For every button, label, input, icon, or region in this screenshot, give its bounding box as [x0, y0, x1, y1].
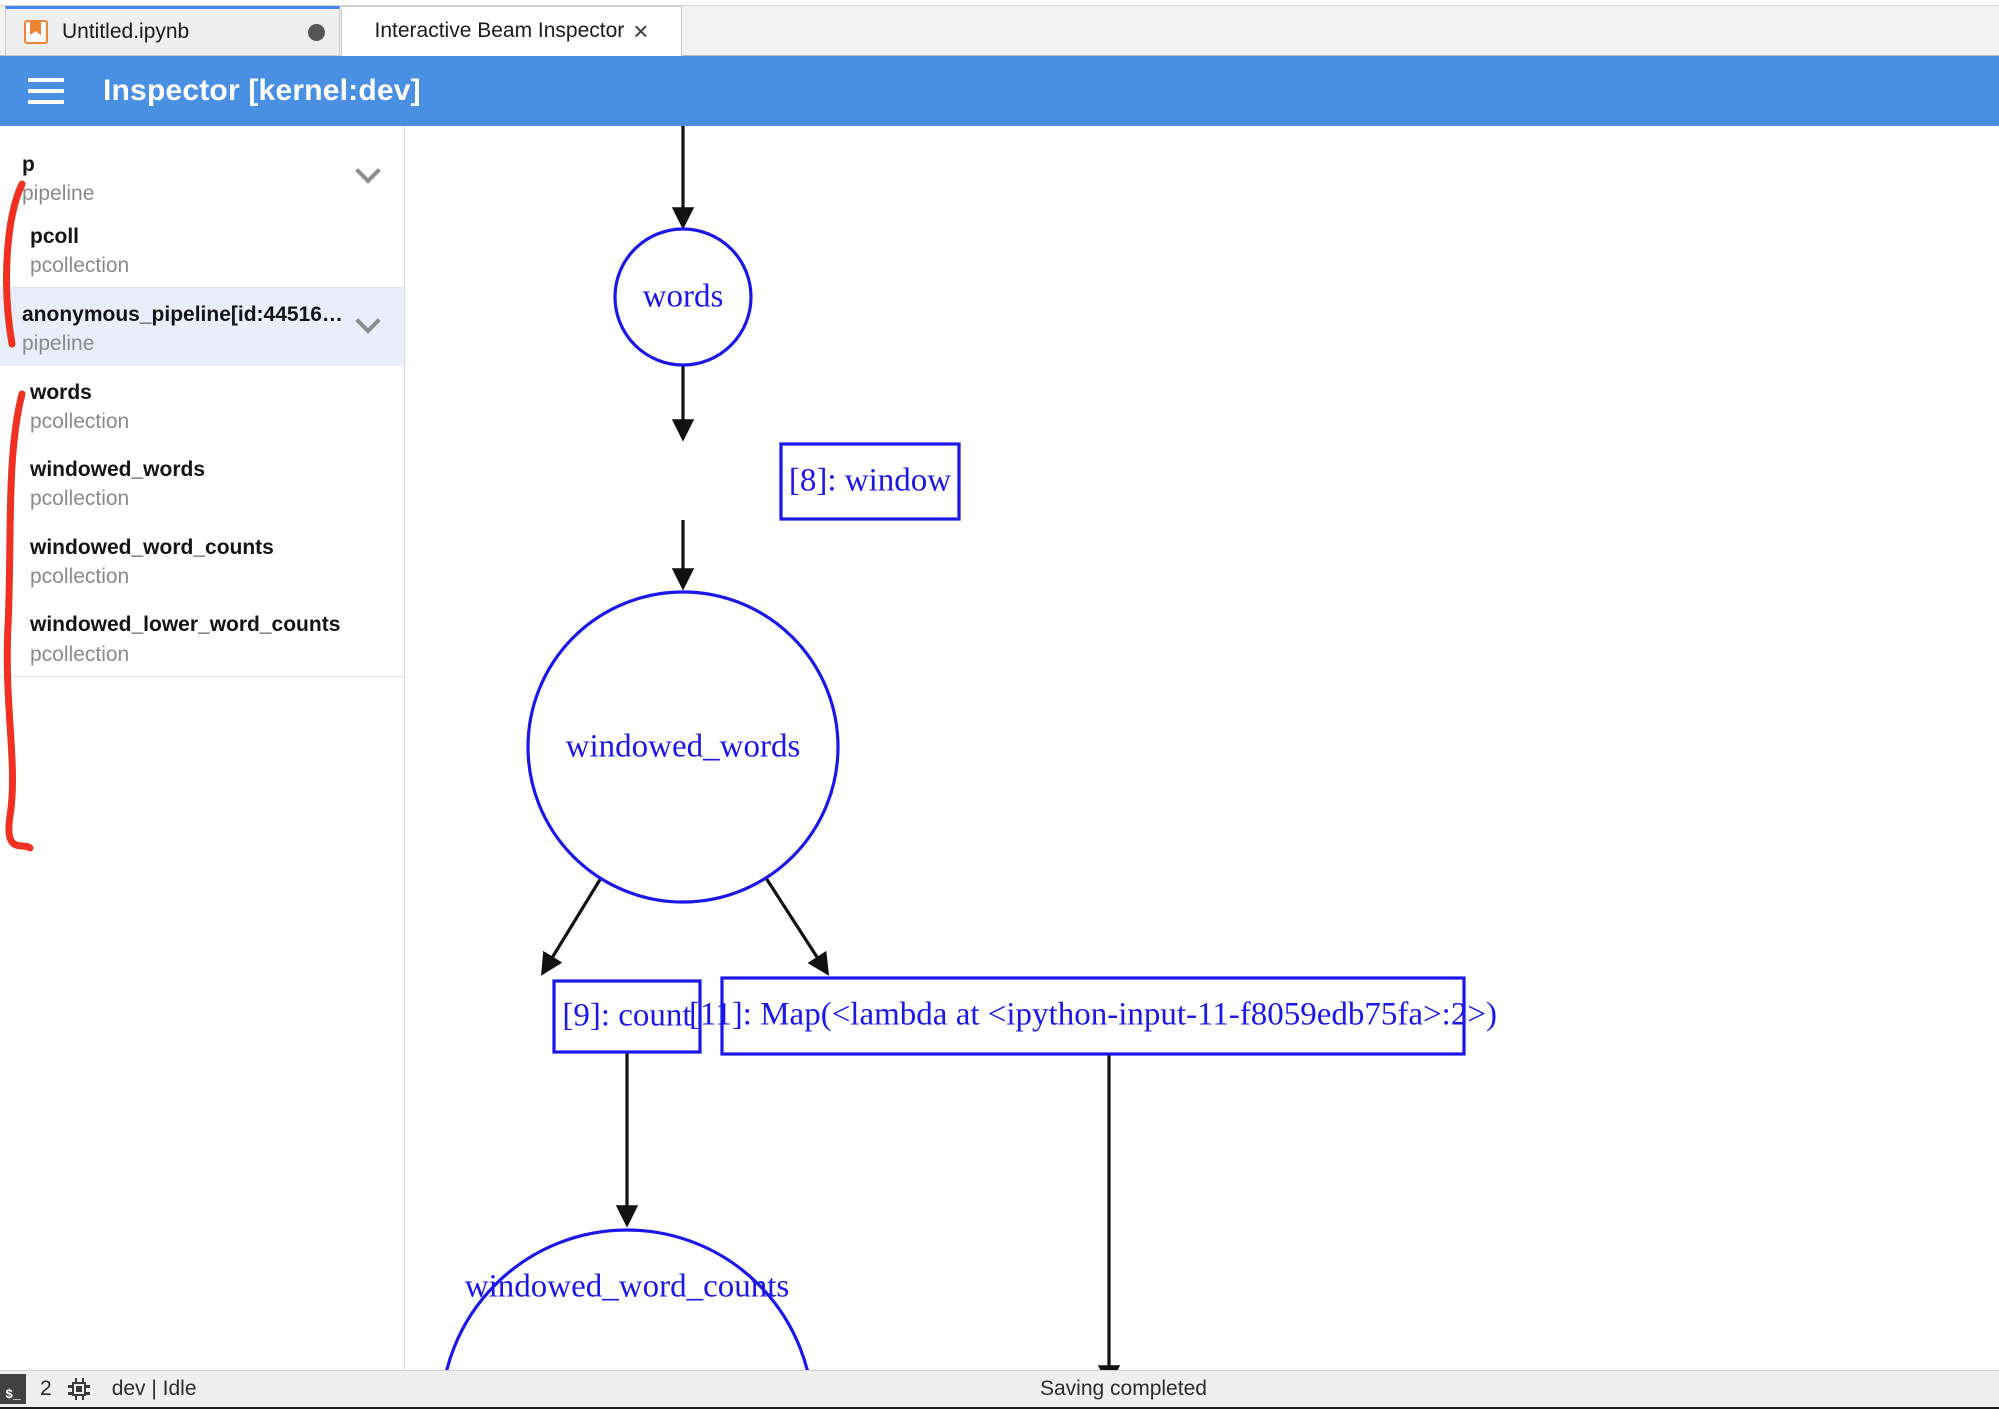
- sidebar-item-label: words: [30, 380, 92, 404]
- pipeline-group-p: p pipeline pcoll pcollection: [0, 126, 404, 287]
- unsaved-indicator-dot[interactable]: [308, 23, 325, 41]
- sidebar-item-type: pipeline: [22, 182, 95, 206]
- terminal-icon[interactable]: $_: [0, 1374, 26, 1404]
- sidebar-item-type: pipeline: [22, 332, 95, 356]
- chip-pin: [74, 1378, 78, 1383]
- page-title: Inspector [kernel:dev]: [103, 74, 421, 107]
- graph-node-windowed-word-counts[interactable]: [441, 1228, 813, 1370]
- edge-windowed-words-to-count: [541, 877, 603, 976]
- chevron-down-icon[interactable]: [357, 160, 379, 182]
- sidebar-item-type: pcollection: [30, 487, 130, 511]
- chip-body: [71, 1382, 86, 1396]
- kernel-status[interactable]: dev | Idle: [111, 1377, 197, 1400]
- sidebar-item-anonymous-pipeline[interactable]: anonymous_pipeline[id:44516… pipeline: [0, 288, 404, 366]
- sidebar-item-label: pcoll: [30, 224, 80, 248]
- hamburger-icon[interactable]: [28, 78, 64, 104]
- sidebar-item-type: pcollection: [30, 564, 130, 588]
- sidebar-item-label: windowed_words: [30, 458, 206, 482]
- tab-bar-topline: [0, 0, 1999, 6]
- cpu-chip-icon[interactable]: [67, 1378, 90, 1400]
- sidebar-item-label: anonymous_pipeline[id:44516…: [22, 303, 343, 327]
- notebook-icon: [24, 20, 48, 44]
- status-message: Saving completed: [1040, 1377, 1207, 1400]
- chip-pin: [74, 1395, 78, 1400]
- sidebar-item-type: pcollection: [30, 409, 130, 433]
- graph-node-words[interactable]: [613, 227, 753, 367]
- sidebar-item-windowed-word-counts[interactable]: windowed_word_counts pcollection: [0, 521, 404, 599]
- chip-pin: [67, 1385, 73, 1388]
- chip-pin: [67, 1392, 73, 1395]
- sidebar-item-label: windowed_word_counts: [30, 535, 274, 559]
- tab-untitled-ipynb[interactable]: Untitled.ipynb: [5, 6, 340, 56]
- close-icon[interactable]: ×: [633, 16, 649, 46]
- chip-core: [75, 1386, 82, 1392]
- chip-pin: [81, 1378, 85, 1383]
- graph-node-map[interactable]: [720, 976, 1466, 1056]
- graph-node-label: windowed_words: [566, 729, 801, 765]
- hamburger-bar: [28, 78, 64, 82]
- graph-node-label: words: [643, 279, 724, 315]
- sidebar-item-label: windowed_lower_word_counts: [30, 613, 341, 637]
- sidebar-item-words[interactable]: words pcollection: [0, 366, 404, 444]
- chip-pin: [84, 1392, 90, 1395]
- sidebar-item-type: pcollection: [30, 253, 130, 277]
- edge-windowed-words-to-map: [764, 877, 830, 976]
- tab-label: Untitled.ipynb: [62, 20, 190, 43]
- hamburger-bar: [28, 100, 64, 104]
- graph-node-count[interactable]: [552, 979, 702, 1054]
- tab-label: Interactive Beam Inspector: [374, 19, 625, 42]
- graph-node-label: windowed_word_counts: [465, 1269, 789, 1305]
- sidebar-item-pcoll[interactable]: pcoll pcollection: [0, 216, 404, 288]
- pipeline-graph: words [8]: window windowed_words [9]: co…: [441, 126, 1497, 1370]
- kernel-count: 2: [40, 1377, 52, 1400]
- pipeline-graph-canvas[interactable]: words [8]: window windowed_words [9]: co…: [406, 126, 1999, 1370]
- sidebar-item-p[interactable]: p pipeline: [0, 126, 404, 216]
- chip-pin: [84, 1385, 90, 1388]
- sidebar-item-type: pcollection: [30, 642, 130, 666]
- tab-interactive-beam-inspector[interactable]: Interactive Beam Inspector ×: [341, 6, 682, 56]
- hamburger-bar: [28, 89, 64, 93]
- graph-node-label: [8]: window: [789, 463, 951, 499]
- tab-bar: Untitled.ipynb Interactive Beam Inspecto…: [0, 0, 1999, 56]
- chevron-down-icon[interactable]: [357, 310, 379, 332]
- graph-node-label: [11]: Map(<lambda at <ipython-input-11-f…: [689, 997, 1497, 1033]
- inspector-header: Inspector [kernel:dev]: [0, 56, 1999, 126]
- status-bar: $_ 2 dev | Idle Saving completed: [0, 1370, 1999, 1409]
- sidebar-item-windowed-lower-word-counts[interactable]: windowed_lower_word_counts pcollection: [0, 598, 404, 676]
- sidebar-item-windowed-words[interactable]: windowed_words pcollection: [0, 443, 404, 521]
- graph-node-window[interactable]: [779, 442, 961, 521]
- sidebar-item-label: p: [22, 153, 35, 176]
- pipeline-group-anonymous: anonymous_pipeline[id:44516… pipeline wo…: [0, 287, 404, 677]
- graph-node-windowed-words[interactable]: [526, 590, 840, 904]
- graph-node-label: [9]: count: [562, 998, 691, 1034]
- chip-pin: [81, 1395, 85, 1400]
- inspectables-sidebar[interactable]: p pipeline pcoll pcollection anonymous_p…: [0, 126, 405, 1370]
